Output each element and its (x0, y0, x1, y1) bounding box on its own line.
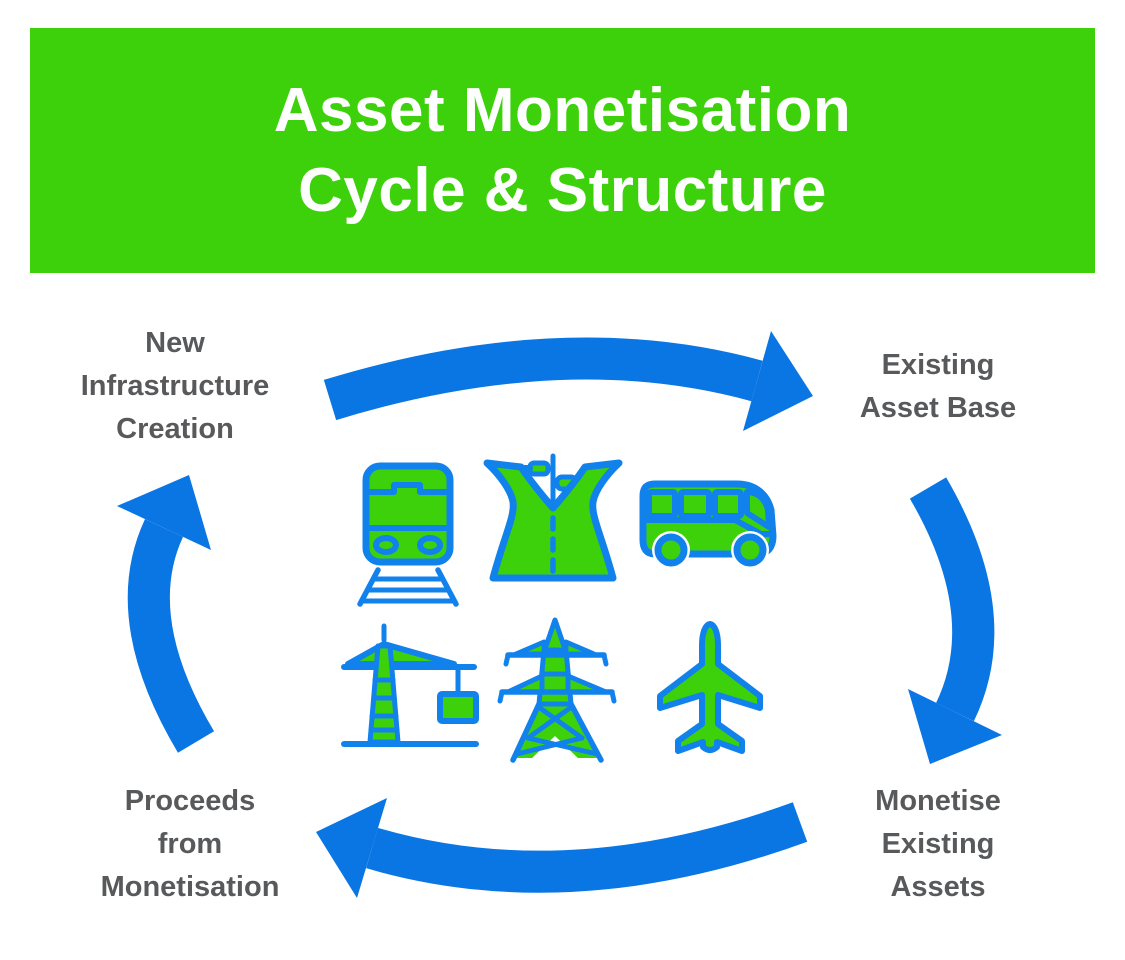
highway-icon (483, 453, 623, 582)
cycle-node-label-line: Infrastructure (80, 370, 270, 402)
header-banner: Asset Monetisation Cycle & Structure (30, 28, 1095, 273)
arrow-bottom-icon (316, 798, 808, 898)
cycle-node-label-line: Proceeds (124, 785, 256, 817)
crane-icon (341, 623, 479, 747)
cycle-node-label-line: Asset Base (859, 392, 1017, 424)
cycle-node-label-line: from (157, 828, 223, 860)
page-title-line2: Cycle & Structure (298, 155, 827, 225)
cycle-node-existing-asset-base: Existing Asset Base (818, 344, 1058, 430)
cycle-node-label-line: Existing (881, 828, 995, 860)
cycle-node-label-line: Monetisation (100, 871, 280, 903)
arrow-top-icon (323, 331, 813, 431)
page-title-line1: Asset Monetisation (273, 75, 852, 145)
bus-icon (639, 480, 777, 569)
cycle-node-proceeds-from-monetisation: Proceeds from Monetisation (60, 780, 320, 909)
cycle-node-new-infrastructure-creation: New Infrastructure Creation (45, 322, 305, 451)
arrow-left-icon (117, 475, 215, 753)
cycle-node-label-line: Monetise (875, 785, 1001, 817)
cycle-node-label-line: Creation (116, 413, 234, 445)
airplane-icon (657, 621, 763, 754)
transmission-tower-icon (497, 617, 617, 763)
cycle-node-monetise-existing-assets: Monetise Existing Assets (818, 780, 1058, 909)
arrow-right-icon (908, 477, 1002, 764)
cycle-node-label-line: Assets (890, 871, 986, 903)
cycle-node-label-line: New (145, 327, 205, 359)
cycle-node-label-line: Existing (881, 349, 995, 381)
train-icon (357, 462, 459, 607)
